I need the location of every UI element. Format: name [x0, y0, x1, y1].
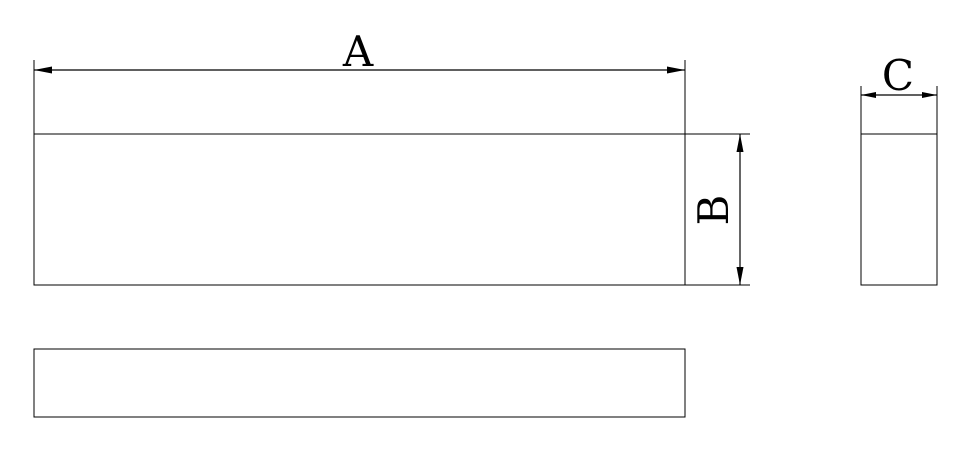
dim-b-arrow-top [736, 134, 744, 152]
dim-c-label: C [882, 51, 914, 100]
dim-c-arrow-right [922, 92, 937, 98]
dim-a-arrow-right [667, 66, 685, 74]
dim-b-arrow-bottom [736, 267, 744, 285]
dim-a-label: A [342, 27, 374, 76]
dim-a-arrow-left [34, 66, 52, 74]
dim-b-label: B [689, 195, 738, 226]
plan-view-rect [33, 348, 686, 418]
side-view-rect [860, 133, 938, 286]
front-view-rect [33, 133, 686, 286]
dim-c-arrow-left [861, 92, 876, 98]
